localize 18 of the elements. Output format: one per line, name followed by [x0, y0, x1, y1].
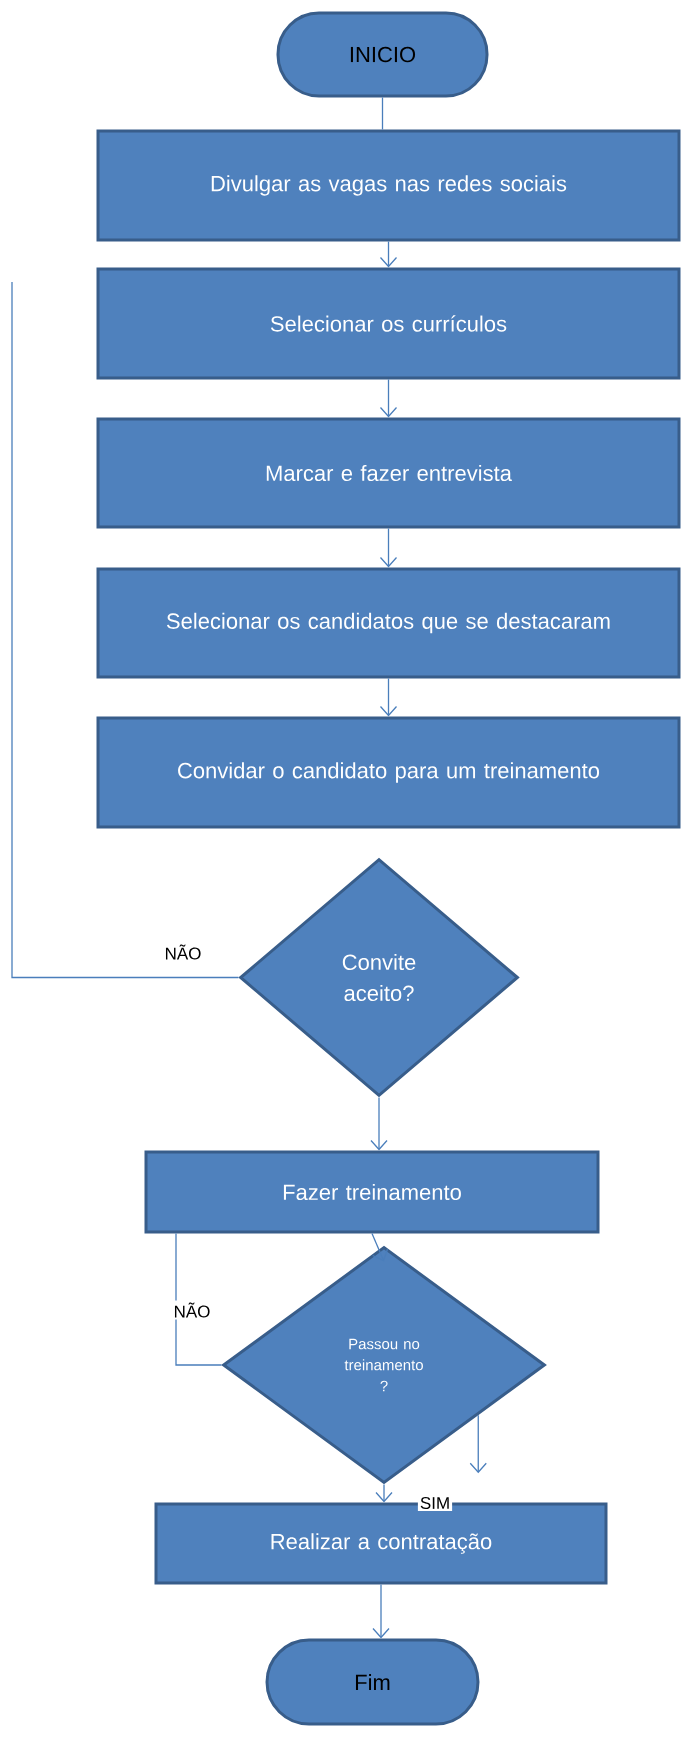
process-box: Convidar o candidato para um treinamento: [96, 716, 681, 829]
arrow: [379, 527, 398, 568]
process-box: Divulgar as vagas nas redes sociais: [96, 129, 681, 242]
edge-label: NÃO: [171, 1300, 213, 1320]
process-box: Selecionar os currículos: [96, 267, 681, 380]
arrow: [370, 1096, 388, 1151]
arrow: [372, 1583, 390, 1639]
edge-label: SIM: [417, 1495, 453, 1512]
arrow: [379, 240, 398, 268]
arrow: [379, 677, 398, 717]
arrow: [375, 1483, 393, 1503]
arrow: [379, 378, 398, 418]
process-box: Fazer treinamento: [144, 1150, 600, 1234]
process-box: Marcar e fazer entrevista: [96, 417, 681, 529]
process-box: Selecionar os candidatos que se destacaram: [96, 567, 681, 679]
edge-label: NÃO: [162, 942, 204, 962]
arrow: [469, 1414, 487, 1474]
arrow: [371, 1232, 389, 1262]
